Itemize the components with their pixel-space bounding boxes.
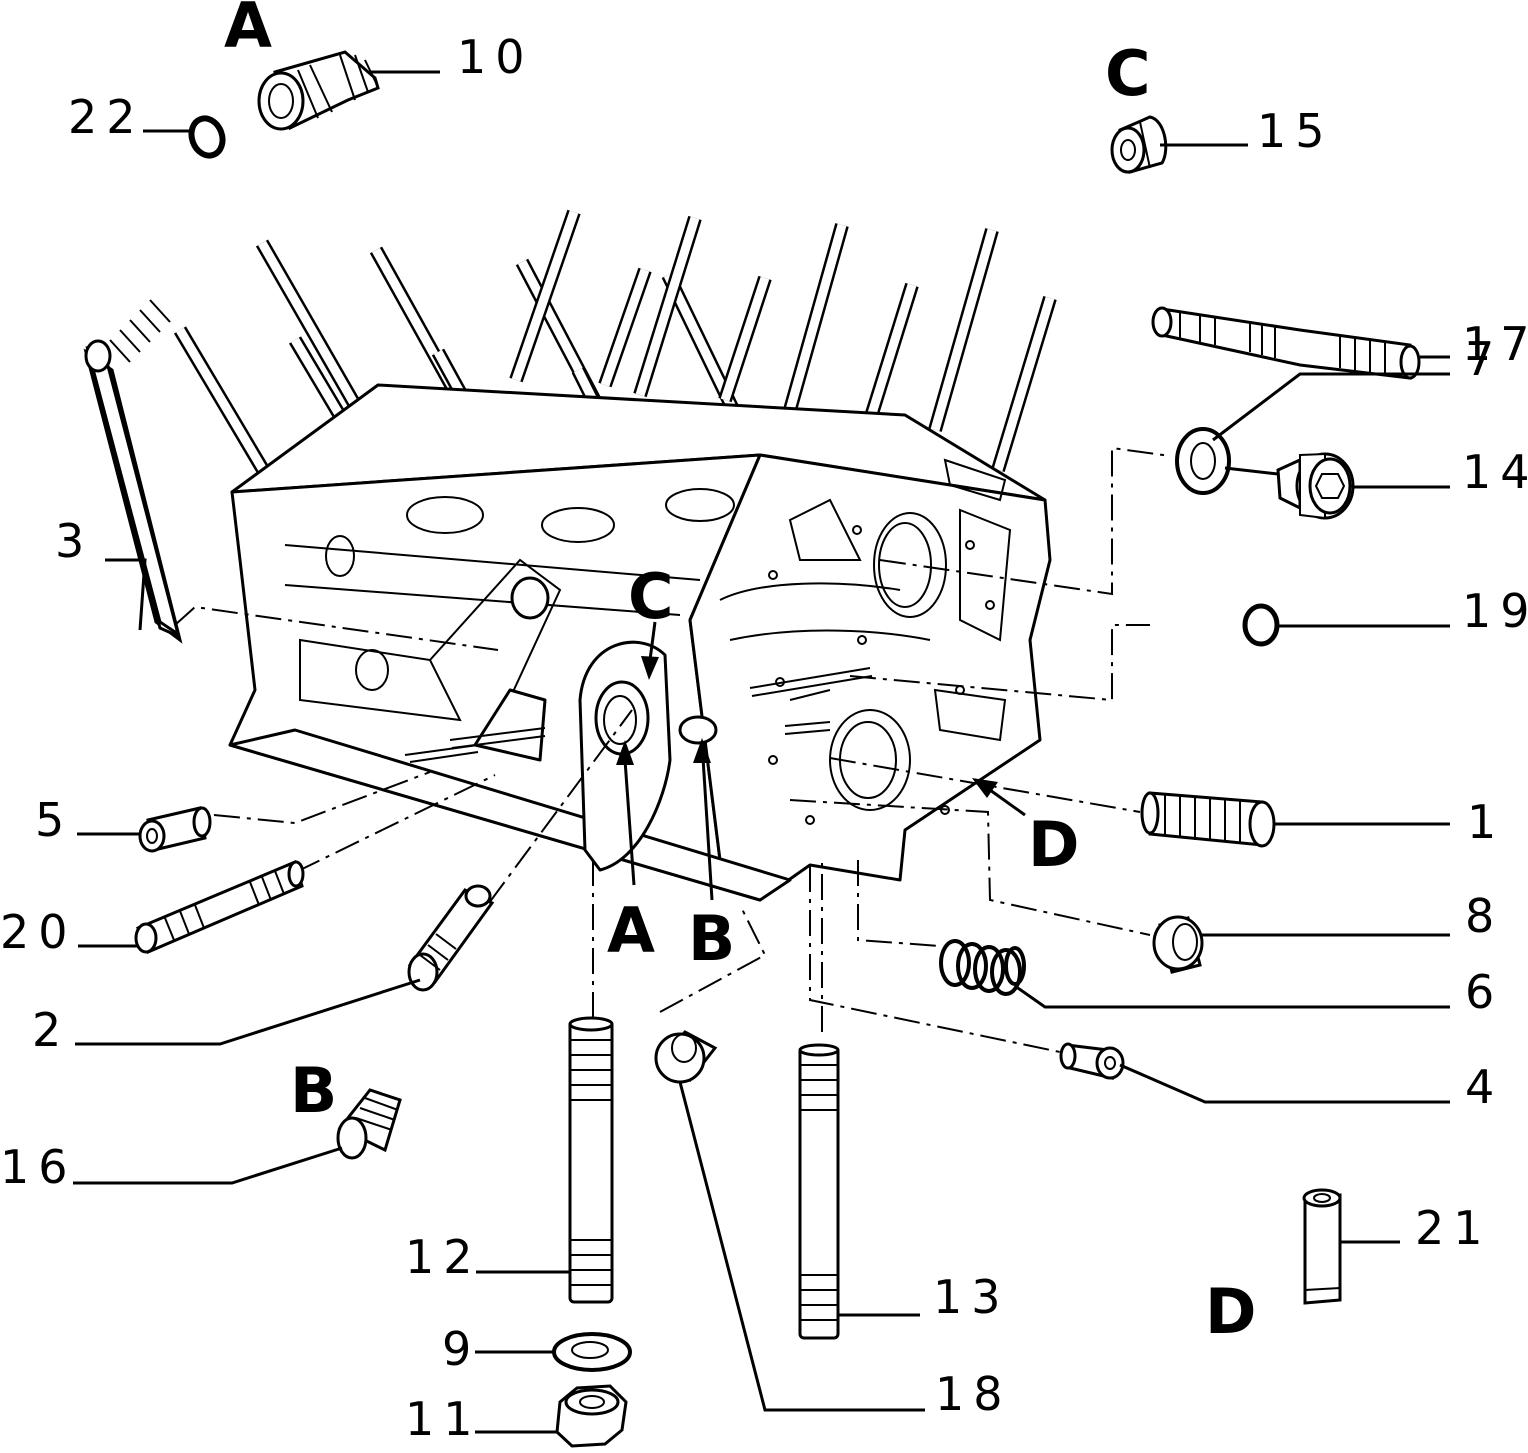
detail-label-a: A [224,0,272,62]
detail-label-d: D [1205,1275,1256,1348]
part-7-washer [1175,427,1231,495]
callout-2: 2 [32,1003,70,1057]
part-12-long-stud [568,1016,614,1304]
callout-22: 22 [68,90,145,144]
part-13-long-stud [798,1043,840,1340]
part-1-threaded-bush [1140,791,1276,848]
detail-letters: A C B D C A B D [224,0,1256,1348]
callout-1: 1 [1467,795,1505,849]
detail-label-b: B [290,1054,337,1127]
part-6-spring [939,939,1026,996]
part-15-small-plug [1110,115,1168,174]
callout-21: 21 [1415,1201,1492,1255]
part-11-nut [555,1384,628,1448]
callout-20: 20 [0,905,77,959]
part-16-plug [336,1088,402,1160]
callout-17: 17 [1462,317,1528,371]
callout-4: 4 [1465,1060,1503,1114]
callout-5: 5 [35,793,73,847]
part-21-sleeve [1302,1188,1342,1305]
part-9-washer [552,1332,632,1372]
part-18-bush [654,1030,718,1084]
part-19-o-ring [1242,603,1280,647]
part-4-dowel [1059,1042,1125,1080]
callout-9: 9 [442,1322,480,1376]
callout-15: 15 [1257,104,1334,158]
callout-numbers: 10 22 15 7 14 3 19 17 5 1 8 20 6 2 4 16 … [0,30,1528,1446]
callout-11: 11 [405,1392,482,1446]
callout-8: 8 [1465,889,1503,943]
part-17-stepped-bolt [1151,306,1421,380]
part-5-dowel [138,806,212,853]
callout-18: 18 [935,1367,1012,1421]
callout-10: 10 [457,30,534,84]
detail-label-c: C [1105,37,1151,110]
block-side-studs [404,667,873,763]
part-10-threaded-plug [257,50,380,131]
leader-lines [73,70,1450,1434]
callout-13: 13 [933,1270,1010,1324]
callout-7: 7 [1465,332,1503,386]
part-22-o-ring [188,115,226,159]
callout-16: 16 [0,1140,77,1194]
pointer-label-a: A [607,894,655,967]
part-20-long-stud [134,859,305,954]
part-2-bush [407,884,495,992]
part-3-stud [83,299,183,644]
pointer-label-c: C [628,560,674,633]
callout-14: 14 [1462,445,1528,499]
callout-12: 12 [405,1230,482,1284]
part-14-hex-plug [1276,452,1355,520]
block-face-details [284,458,1012,825]
callout-19: 19 [1462,584,1528,638]
callout-6: 6 [1465,965,1503,1019]
part-8-sleeve [1152,915,1204,974]
pointer-label-b: B [688,902,735,975]
pointer-arrows [616,621,1026,901]
cylinder-bores [406,488,735,543]
pointer-label-d: D [1028,808,1079,881]
engine-block [173,209,1057,902]
callout-3: 3 [55,514,93,568]
